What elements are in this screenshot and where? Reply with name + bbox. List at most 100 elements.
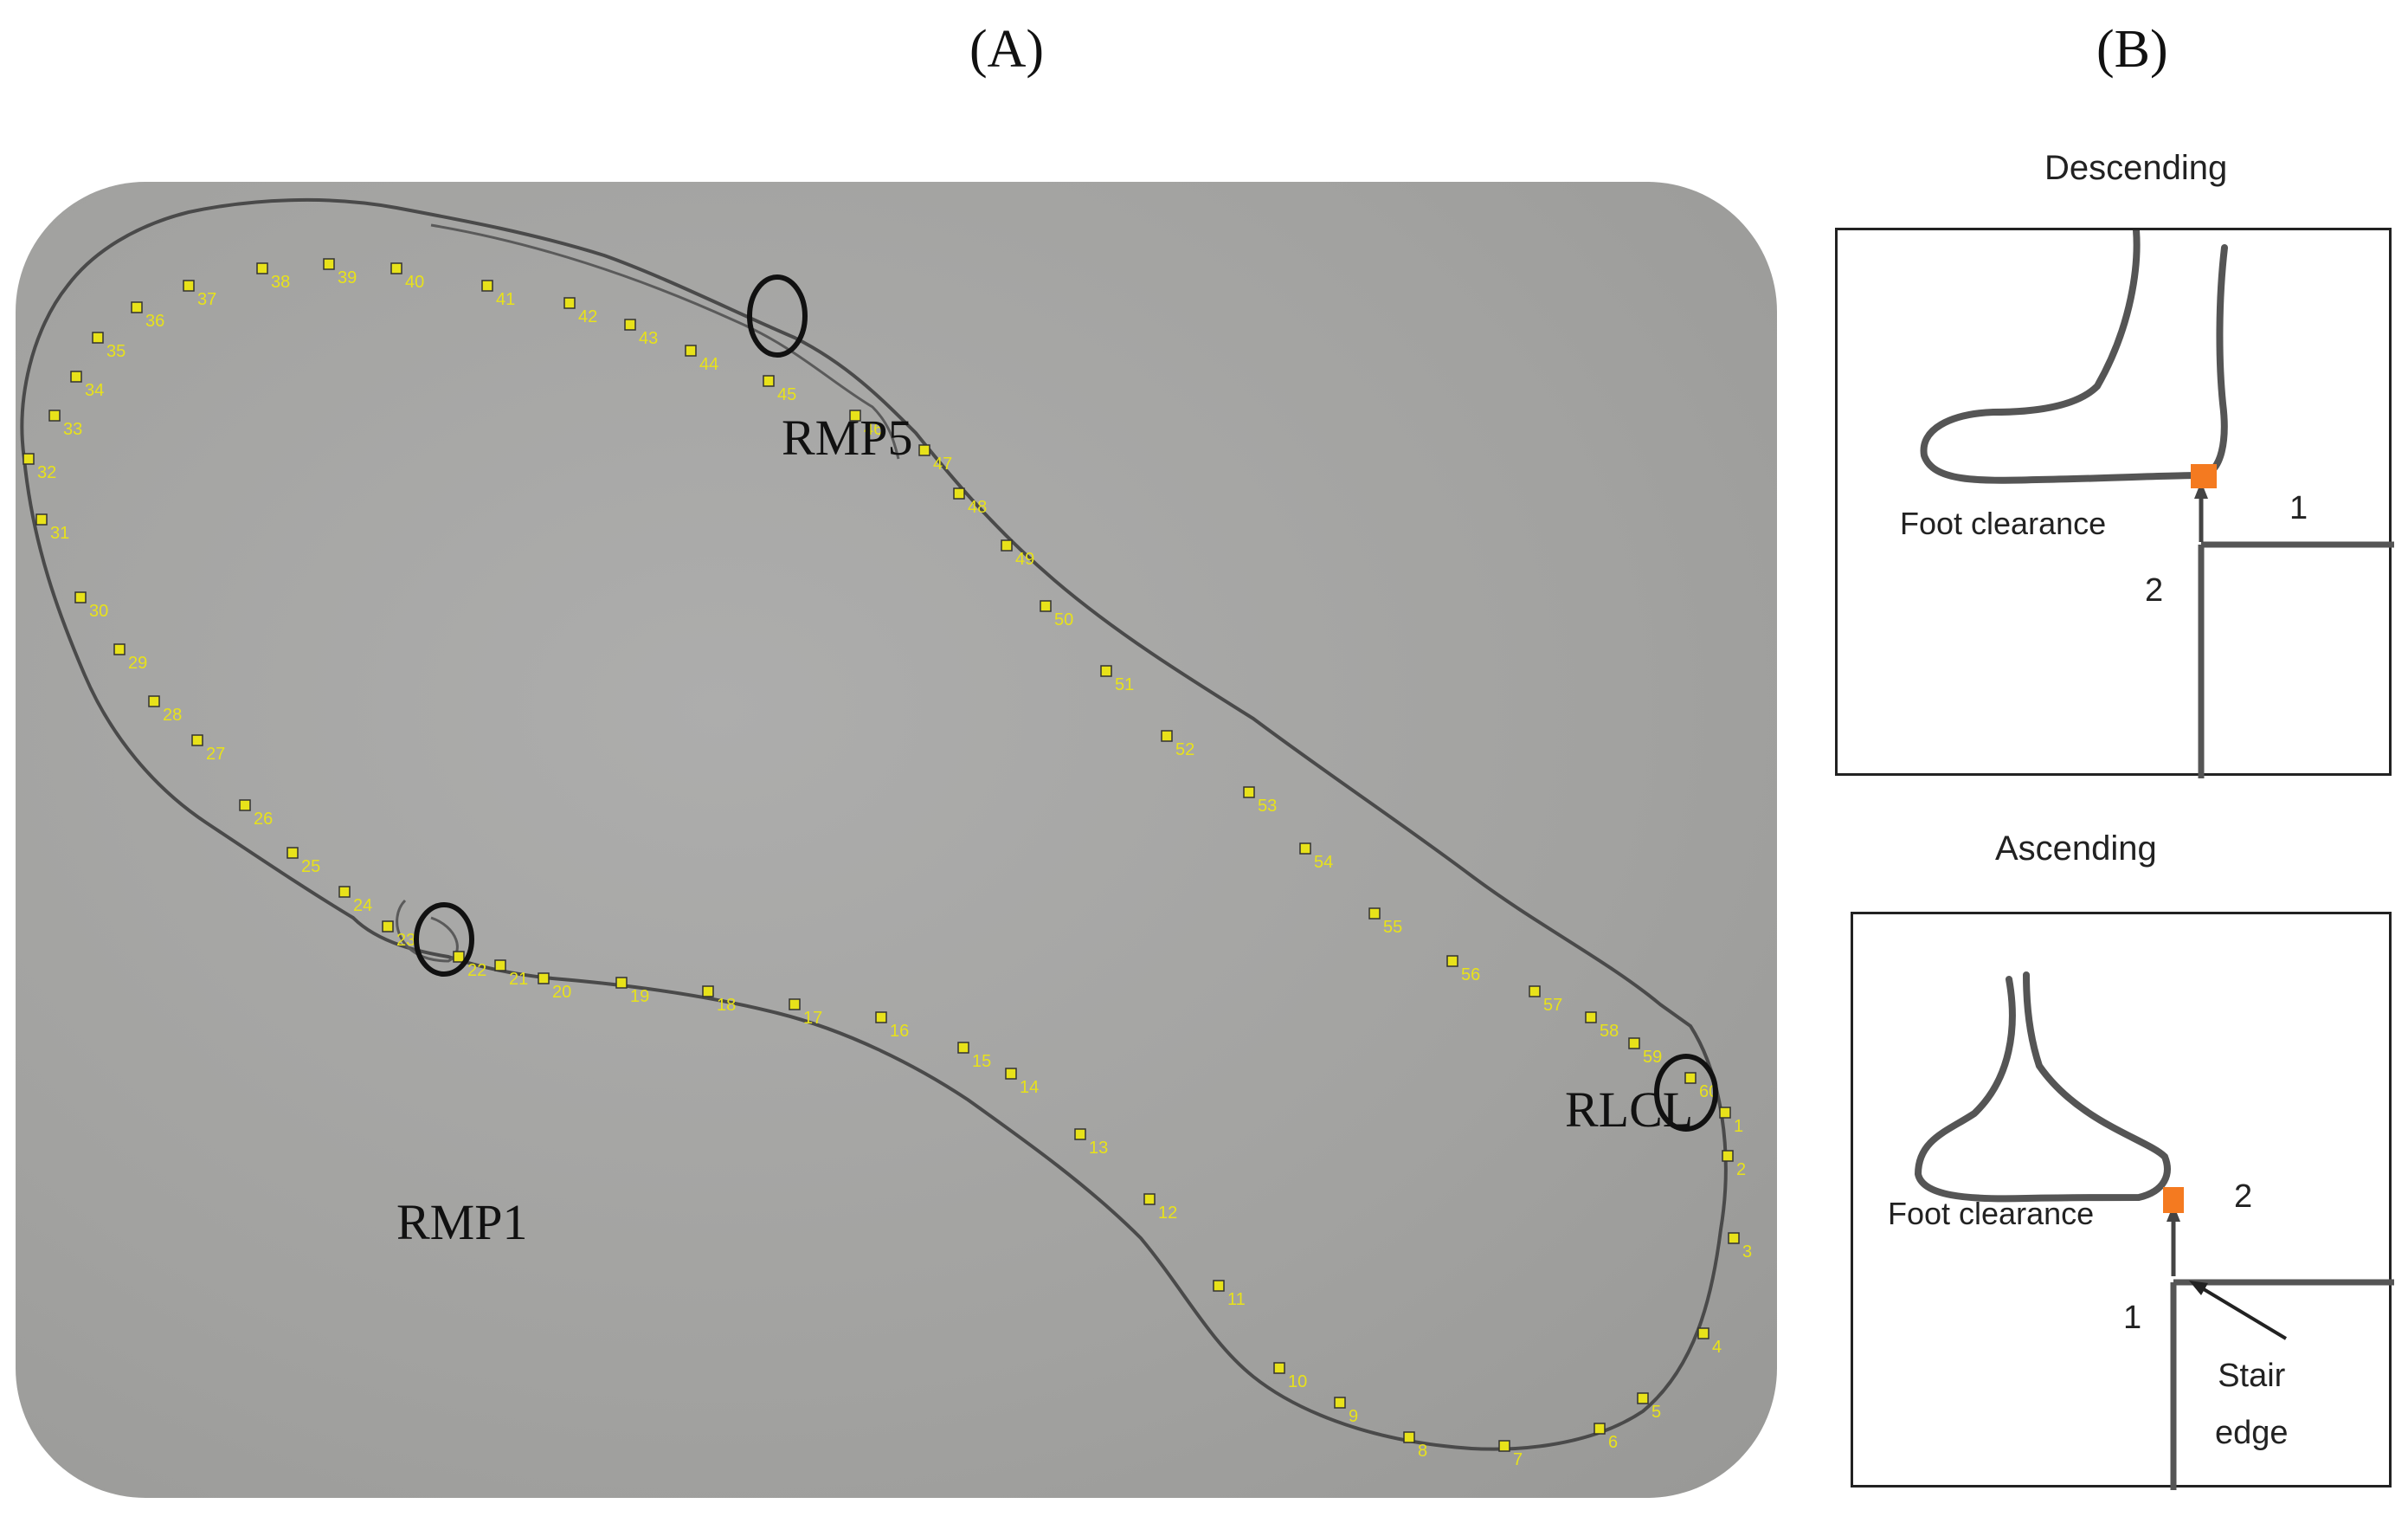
landmark-point-number: 6 [1608, 1433, 1618, 1452]
landmark-point-number: 49 [1015, 550, 1034, 569]
landmark-point-marker [131, 301, 143, 313]
landmark-point-marker [70, 371, 82, 383]
landmark-point-number: 1 [1734, 1117, 1743, 1136]
step-number-2: 2 [2145, 572, 2164, 609]
landmark-point-number: 15 [972, 1052, 991, 1071]
foot-outline-overtrace [396, 899, 459, 963]
landmark-point-number: 29 [128, 654, 147, 673]
landmark-point-number: 31 [50, 524, 69, 543]
landmark-point-marker [390, 262, 402, 274]
landmark-point-marker [1040, 600, 1052, 612]
landmark-point-number: 8 [1418, 1442, 1427, 1461]
landmark-point-number: 23 [396, 931, 415, 950]
landmark-point-marker [191, 734, 203, 746]
landmark-point-number: 55 [1383, 918, 1402, 937]
landmark-point-marker [849, 410, 861, 422]
foot-clearance-label: Foot clearance [1888, 1196, 2095, 1231]
landmark-circle [414, 902, 474, 977]
landmark-point-marker [1005, 1068, 1017, 1080]
landmark-point-number: 11 [1227, 1290, 1246, 1309]
landmark-point-marker [1728, 1232, 1740, 1244]
landmark-circle [747, 274, 808, 358]
landmark-point-number: 33 [63, 420, 82, 439]
landmark-point-number: 30 [89, 602, 108, 621]
landmark-point-marker [92, 332, 104, 344]
landmark-point-number: 53 [1258, 797, 1277, 816]
landmark-point-marker [148, 695, 160, 707]
landmark-point-marker [48, 410, 61, 422]
landmark-point-marker [1273, 1362, 1285, 1374]
landmark-point-marker [494, 959, 506, 971]
clearance-arrowhead [2194, 481, 2208, 499]
landmark-point-number: 16 [890, 1022, 909, 1041]
landmark-point-marker [624, 319, 636, 331]
landmark-point-number: 32 [37, 463, 56, 482]
landmark-point-marker [323, 258, 335, 270]
landmark-point-marker [256, 262, 268, 274]
landmark-point-number: 59 [1643, 1048, 1662, 1067]
landmark-point-marker [1403, 1431, 1415, 1443]
landmark-point-marker [563, 297, 576, 309]
landmark-point-number: 20 [552, 983, 571, 1002]
landmark-point-marker [453, 951, 465, 963]
landmark-point-marker [35, 513, 48, 526]
stair-edge-pointer [2198, 1285, 2288, 1340]
landmark-point-number: 36 [145, 312, 164, 331]
landmark-point-marker [1161, 730, 1173, 742]
landmark-point-number: 43 [639, 329, 658, 348]
landmark-point-marker [1299, 842, 1311, 855]
landmark-point-number: 51 [1115, 675, 1134, 694]
landmark-point-marker [1001, 539, 1013, 552]
landmark-point-marker [1368, 907, 1381, 920]
landmark-point-number: 22 [467, 961, 486, 980]
landmark-point-marker [1213, 1280, 1225, 1292]
landmark-point-number: 10 [1288, 1372, 1307, 1391]
ascending-title: Ascending [1995, 829, 2157, 868]
stair-edge-line2: edge [2215, 1415, 2289, 1451]
step-number-1: 1 [2123, 1300, 2142, 1336]
landmark-point-marker [183, 280, 195, 292]
landmark-point-number: 24 [353, 896, 372, 915]
landmark-point-number: 21 [509, 970, 528, 989]
landmark-point-number: 39 [338, 268, 357, 287]
landmark-point-number: 13 [1089, 1139, 1108, 1158]
landmark-point-number: 52 [1175, 740, 1194, 759]
descending-diagram: Foot clearance 1 2 [1835, 228, 2394, 778]
landmark-point-number: 57 [1543, 996, 1562, 1015]
landmark-label-rmp5: RMP5 [782, 410, 913, 466]
landmark-point-marker [1529, 985, 1541, 997]
foot-outline-trace [20, 197, 1728, 1451]
landmark-point-number: 25 [301, 857, 320, 876]
marker-orange [2163, 1187, 2184, 1213]
landmark-point-number: 28 [163, 706, 182, 725]
landmark-point-marker [1684, 1072, 1697, 1084]
landmark-point-number: 48 [968, 498, 987, 517]
landmark-point-number: 34 [85, 381, 104, 400]
landmark-point-marker [615, 977, 628, 989]
ascending-diagram: Foot clearance 2 1 Stair edge [1851, 912, 2394, 1490]
landmark-point-number: 12 [1158, 1204, 1177, 1223]
landmark-point-number: 4 [1712, 1338, 1722, 1357]
landmark-point-number: 17 [803, 1009, 822, 1028]
landmark-point-marker [1446, 955, 1458, 967]
landmark-point-number: 14 [1020, 1078, 1039, 1097]
landmark-point-marker [382, 920, 394, 933]
landmark-point-marker [685, 345, 697, 357]
landmark-point-number: 38 [271, 273, 290, 292]
landmark-point-marker [957, 1042, 969, 1054]
landmark-point-marker [1243, 786, 1255, 798]
foot-outline-drawing: 1234567891011121314151617181920212223242… [20, 197, 1752, 1469]
step-number-2: 2 [2234, 1178, 2253, 1215]
landmark-point-number: 56 [1461, 965, 1480, 984]
landmark-point-marker [23, 453, 35, 465]
landmark-point-number: 45 [777, 385, 796, 404]
landmark-point-number: 42 [578, 307, 597, 326]
landmark-point-number: 9 [1349, 1407, 1358, 1426]
landmark-point-number: 37 [197, 290, 216, 309]
landmark-point-number: 58 [1600, 1022, 1619, 1041]
panel-label-a: (A) [969, 20, 1045, 79]
landmark-point-marker [953, 487, 965, 500]
landmark-point-number: 50 [1054, 610, 1073, 629]
landmark-point-number: 7 [1513, 1450, 1523, 1469]
landmark-point-marker [74, 591, 87, 603]
